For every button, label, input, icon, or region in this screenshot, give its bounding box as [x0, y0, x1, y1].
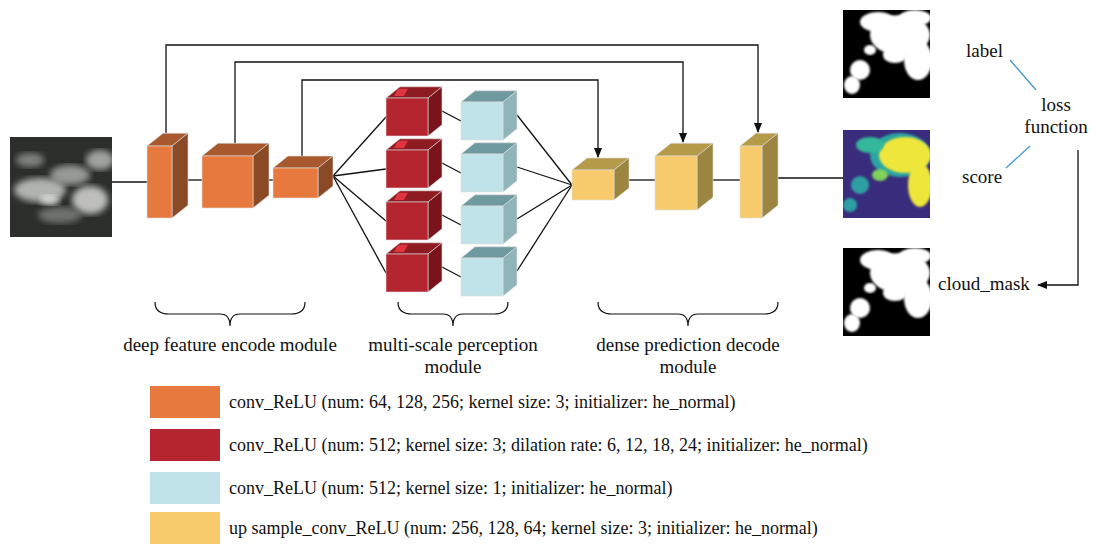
module-label: deep feature encode module — [122, 334, 338, 356]
output-label: score — [962, 166, 1002, 188]
module-brace — [155, 302, 305, 326]
wire — [778, 177, 843, 178]
module-label: dense prediction decode module — [580, 334, 796, 378]
legend-row: conv_ReLU (num: 512; kernel size: 3; dil… — [150, 429, 868, 461]
layer-cube — [461, 195, 517, 244]
leader-line — [1006, 146, 1030, 168]
layer-cube — [147, 133, 188, 218]
loss-label: loss function — [1015, 94, 1097, 138]
layer-cube — [386, 191, 442, 240]
legend-swatch — [150, 472, 220, 504]
wire — [517, 185, 572, 219]
wire — [1038, 150, 1078, 285]
legend-swatch — [150, 429, 220, 461]
legend-row: conv_ReLU (num: 512; kernel size: 1; ini… — [150, 472, 672, 504]
label-mask-image — [843, 10, 930, 98]
layer-cube — [655, 143, 713, 210]
layer-cube — [386, 139, 442, 188]
legend-text: up sample_conv_ReLU (num: 256, 128, 64; … — [229, 518, 818, 539]
legend-text: conv_ReLU (num: 512; kernel size: 1; ini… — [229, 478, 672, 499]
wire — [269, 179, 273, 180]
layer-blocks — [147, 87, 778, 296]
legend-text: conv_ReLU (num: 64, 128, 256; kernel siz… — [229, 392, 735, 413]
legend-row: conv_ReLU (num: 64, 128, 256; kernel siz… — [150, 386, 735, 418]
layer-cube — [386, 87, 442, 136]
wire — [333, 176, 386, 273]
wire — [442, 215, 461, 225]
wire — [442, 111, 461, 121]
legend-row: up sample_conv_ReLU (num: 256, 128, 64; … — [150, 512, 818, 544]
layer-cube — [202, 143, 269, 208]
wire — [112, 181, 147, 182]
layer-cube — [386, 243, 442, 292]
cloud-mask-image — [843, 248, 930, 336]
wire — [517, 115, 572, 185]
legend-text: conv_ReLU (num: 512; kernel size: 3; dil… — [229, 435, 868, 456]
layer-cube — [572, 158, 629, 200]
layer-cube — [461, 247, 517, 296]
wire — [517, 167, 572, 185]
legend-swatch — [150, 512, 220, 544]
layer-cube — [461, 91, 517, 140]
wire — [333, 176, 386, 221]
wire — [517, 185, 572, 271]
layer-cube — [740, 133, 778, 218]
leader-line — [1010, 60, 1036, 90]
output-label: label — [966, 40, 1003, 62]
wire — [442, 163, 461, 173]
layer-cube — [273, 156, 333, 198]
score-heatmap-image — [843, 130, 930, 218]
wire — [713, 179, 740, 180]
wire — [629, 179, 655, 180]
module-braces — [155, 302, 778, 326]
wire — [302, 80, 598, 157]
network-wires — [112, 45, 1078, 285]
leader-lines — [1006, 60, 1036, 168]
wire — [442, 267, 461, 277]
wire — [333, 117, 386, 176]
module-brace — [398, 302, 508, 326]
satellite-input-image — [10, 137, 112, 237]
layer-cube — [461, 143, 517, 192]
wire — [188, 179, 202, 180]
legend-swatch — [150, 386, 220, 418]
output-label: cloud_mask — [938, 273, 1030, 295]
module-brace — [598, 302, 778, 326]
wire — [333, 169, 386, 176]
module-label: multi-scale perception module — [345, 334, 561, 378]
